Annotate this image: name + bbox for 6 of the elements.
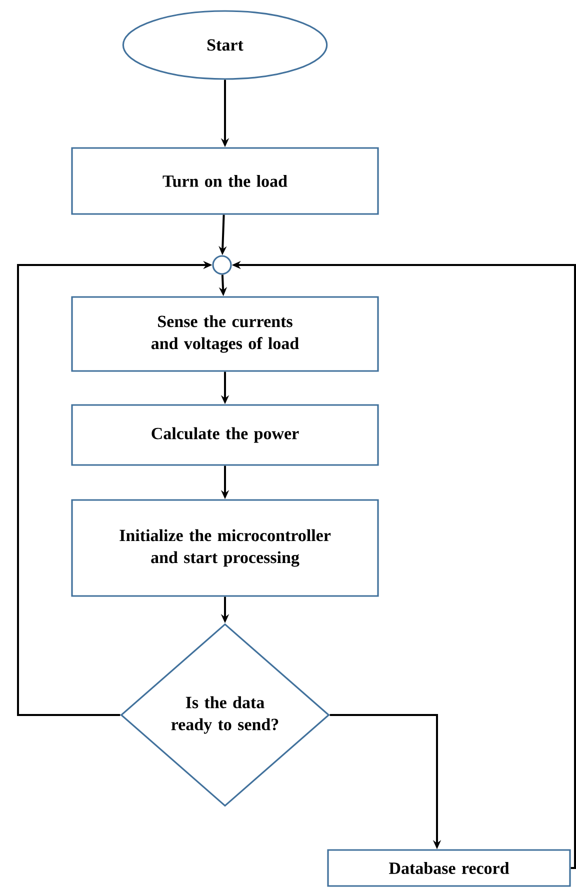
process-box: Turn on the load [71,147,379,215]
junction-circle [212,255,232,275]
process-box: Calculate the power [71,404,379,466]
process-box: Database record [327,849,571,887]
process-box: Sense the currents and voltages of load [71,296,379,372]
process-box: Initialize the microcontroller and start processing [71,499,379,597]
